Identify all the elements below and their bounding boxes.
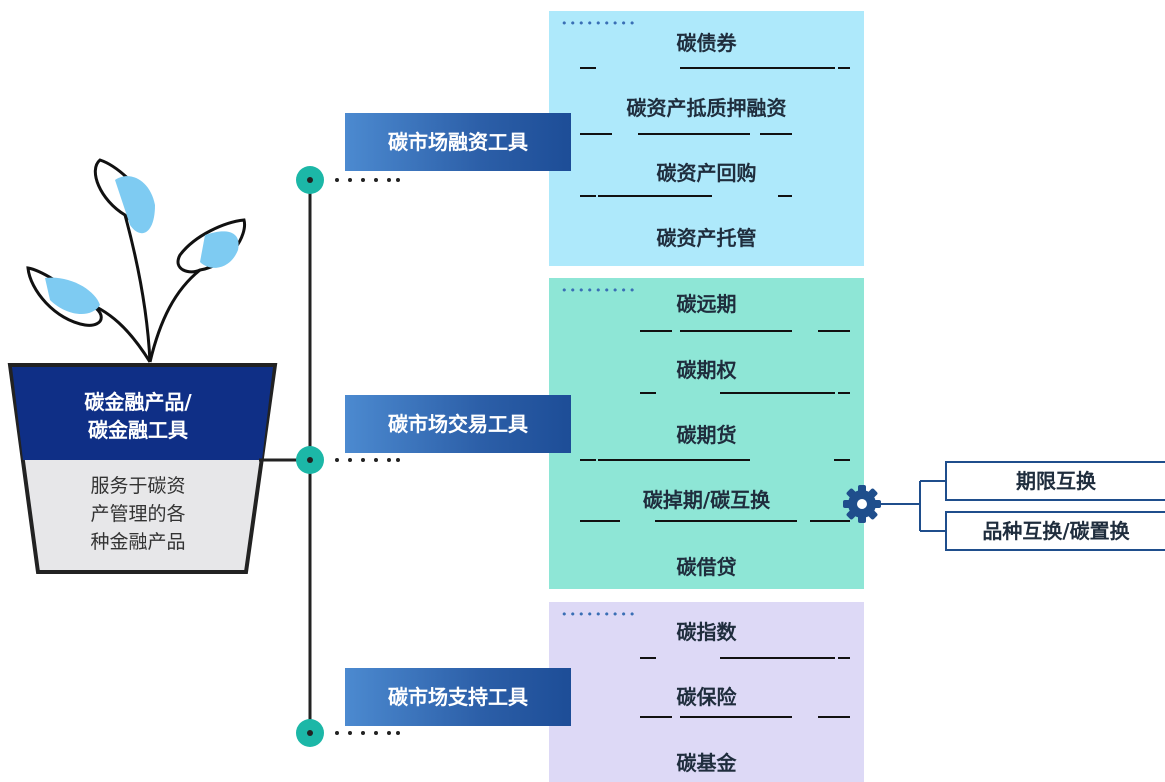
category-trading: 碳市场交易工具 <box>345 395 571 453</box>
category-financing: 碳市场融资工具 <box>345 113 571 171</box>
item-carbon-option: 碳期权 <box>676 358 737 382</box>
panel-trading: ••••••••• 碳远期 碳期权 碳期货 碳掉期/碳互换 碳借贷 <box>549 278 864 589</box>
panel-financing-bg <box>549 11 864 266</box>
item-carbon-fund: 碳基金 <box>676 751 737 775</box>
pot-desc-line3: 种金融产品 <box>90 531 186 553</box>
item-carbon-lending: 碳借贷 <box>676 555 737 579</box>
item-carbon-asset-custody: 碳资产托管 <box>656 226 757 250</box>
dotted-leaders <box>335 178 400 735</box>
pot-desc-line2: 产管理的各 <box>90 503 186 525</box>
panel-trading-bg <box>549 278 864 589</box>
item-carbon-forward: 碳远期 <box>676 292 737 316</box>
item-carbon-index: 碳指数 <box>676 620 737 644</box>
panel-dividers <box>580 67 850 718</box>
pot-title-line1: 碳金融产品/ <box>84 390 192 414</box>
pot-description: 服务于碳资 产管理的各 种金融产品 <box>60 472 216 556</box>
panel-dots: ••••••••• <box>561 608 638 621</box>
item-carbon-asset-repo: 碳资产回购 <box>656 161 757 185</box>
item-carbon-swap: 碳掉期/碳互换 <box>642 488 771 512</box>
pot-desc-line1: 服务于碳资 <box>90 475 186 497</box>
item-carbon-futures: 碳期货 <box>676 423 737 447</box>
panel-support-bg <box>549 602 864 782</box>
swap-connector <box>880 480 946 532</box>
item-carbon-asset-pledge: 碳资产抵质押融资 <box>626 96 787 120</box>
plant-icon <box>26 158 247 363</box>
item-carbon-bond: 碳债券 <box>676 31 737 55</box>
swap-term: 期限互换 <box>945 461 1165 501</box>
panel-dots: ••••••••• <box>561 284 638 297</box>
category-support: 碳市场支持工具 <box>345 668 571 726</box>
pot-title: 碳金融产品/ 碳金融工具 <box>30 388 246 444</box>
pot-title-line2: 碳金融工具 <box>88 418 188 442</box>
swap-variety: 品种互换/碳置换 <box>945 511 1165 551</box>
pot-band <box>12 367 273 460</box>
panel-dots: ••••••••• <box>561 17 638 30</box>
item-carbon-insurance: 碳保险 <box>676 685 737 709</box>
panel-support: ••••••••• 碳指数 碳保险 碳基金 <box>549 602 864 782</box>
gear-icon <box>843 485 881 523</box>
panel-financing: ••••••••• 碳债券 碳资产抵质押融资 碳资产回购 碳资产托管 <box>549 11 864 266</box>
